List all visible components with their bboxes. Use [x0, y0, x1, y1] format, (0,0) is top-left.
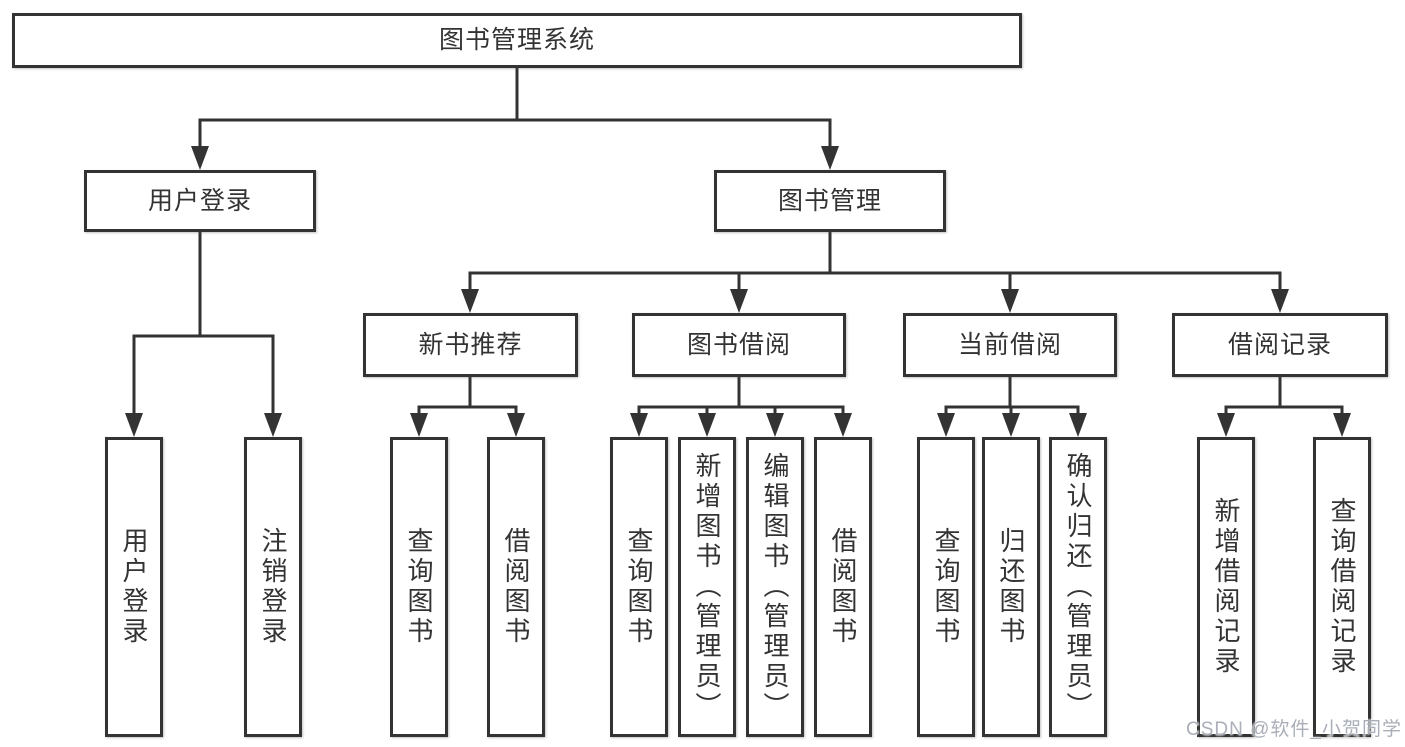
arrow-down-icon — [507, 413, 525, 437]
leaf-query-borrow-record-label: 查询借阅记录 — [1327, 497, 1357, 677]
node-book-borrow: 图书借阅 — [632, 313, 846, 377]
arrow-down-icon — [1002, 413, 1020, 437]
watermark: CSDN @软件_小贺同学 — [1186, 719, 1402, 740]
arrow-down-icon — [1333, 413, 1351, 437]
leaf-add-book-admin-label: 新增图书（管理员） — [692, 452, 722, 722]
arrow-down-icon — [630, 413, 648, 437]
arrow-down-icon — [125, 413, 143, 437]
leaf-query-books-3: 查询图书 — [917, 437, 975, 737]
leaf-user-login: 用户登录 — [105, 437, 163, 737]
leaf-return-book: 归还图书 — [982, 437, 1040, 737]
leaf-add-book-admin: 新增图书（管理员） — [678, 437, 736, 737]
leaf-confirm-return-admin-label: 确认归还（管理员） — [1063, 452, 1093, 722]
leaf-query-borrow-record: 查询借阅记录 — [1313, 437, 1371, 737]
leaf-user-login-label: 用户登录 — [119, 527, 149, 647]
arrow-down-icon — [937, 413, 955, 437]
arrow-down-icon — [1001, 289, 1019, 313]
leaf-edit-book-admin: 编辑图书（管理员） — [746, 437, 804, 737]
node-root-label: 图书管理系统 — [438, 26, 595, 54]
leaf-borrow-books-2-label: 借阅图书 — [828, 527, 858, 647]
node-current-borrow-label: 当前借阅 — [957, 330, 1062, 359]
arrow-down-icon — [191, 146, 209, 170]
node-new-book-recommend-label: 新书推荐 — [418, 330, 523, 359]
node-current-borrow: 当前借阅 — [903, 313, 1117, 377]
connector-borrow-records-to-leaves — [1217, 375, 1351, 437]
arrow-down-icon — [1069, 413, 1087, 437]
connector-root-to-level2 — [191, 66, 839, 170]
arrow-down-icon — [461, 289, 479, 313]
node-borrow-records: 借阅记录 — [1172, 313, 1388, 377]
node-book-management: 图书管理 — [714, 170, 946, 232]
connector-user-login-to-leaves — [125, 230, 282, 437]
leaf-query-books-3-label: 查询图书 — [931, 527, 961, 647]
arrow-down-icon — [1217, 413, 1235, 437]
leaf-edit-book-admin-label: 编辑图书（管理员） — [760, 452, 790, 722]
node-borrow-records-label: 借阅记录 — [1227, 330, 1332, 359]
node-book-borrow-label: 图书借阅 — [686, 330, 791, 359]
node-user-login-label: 用户登录 — [147, 186, 252, 215]
leaf-return-book-label: 归还图书 — [996, 527, 1026, 647]
connector-new-book-recommend-to-leaves — [410, 375, 525, 437]
leaf-logout: 注销登录 — [244, 437, 302, 737]
leaf-query-books-2-label: 查询图书 — [624, 527, 654, 647]
connector-book-borrow-to-leaves — [630, 375, 852, 437]
leaf-query-books-1: 查询图书 — [390, 437, 448, 737]
arrow-down-icon — [834, 413, 852, 437]
node-new-book-recommend: 新书推荐 — [363, 313, 578, 377]
arrow-down-icon — [264, 413, 282, 437]
leaf-add-borrow-record: 新增借阅记录 — [1197, 437, 1255, 737]
leaf-borrow-books-1: 借阅图书 — [487, 437, 545, 737]
arrow-down-icon — [698, 413, 716, 437]
arrow-down-icon — [1271, 289, 1289, 313]
leaf-confirm-return-admin: 确认归还（管理员） — [1049, 437, 1107, 737]
connector-current-borrow-to-leaves — [937, 375, 1087, 437]
leaf-query-books-2: 查询图书 — [610, 437, 668, 737]
arrow-down-icon — [410, 413, 428, 437]
node-user-login: 用户登录 — [84, 170, 316, 232]
node-root: 图书管理系统 — [12, 13, 1022, 68]
node-book-management-label: 图书管理 — [777, 186, 882, 215]
leaf-logout-label: 注销登录 — [258, 527, 288, 647]
connector-book-management-to-level3 — [461, 230, 1289, 313]
leaf-borrow-books-2: 借阅图书 — [814, 437, 872, 737]
leaf-borrow-books-1-label: 借阅图书 — [501, 527, 531, 647]
leaf-query-books-1-label: 查询图书 — [404, 527, 434, 647]
arrow-down-icon — [821, 146, 839, 170]
arrow-down-icon — [730, 289, 748, 313]
leaf-add-borrow-record-label: 新增借阅记录 — [1211, 497, 1241, 677]
arrow-down-icon — [766, 413, 784, 437]
